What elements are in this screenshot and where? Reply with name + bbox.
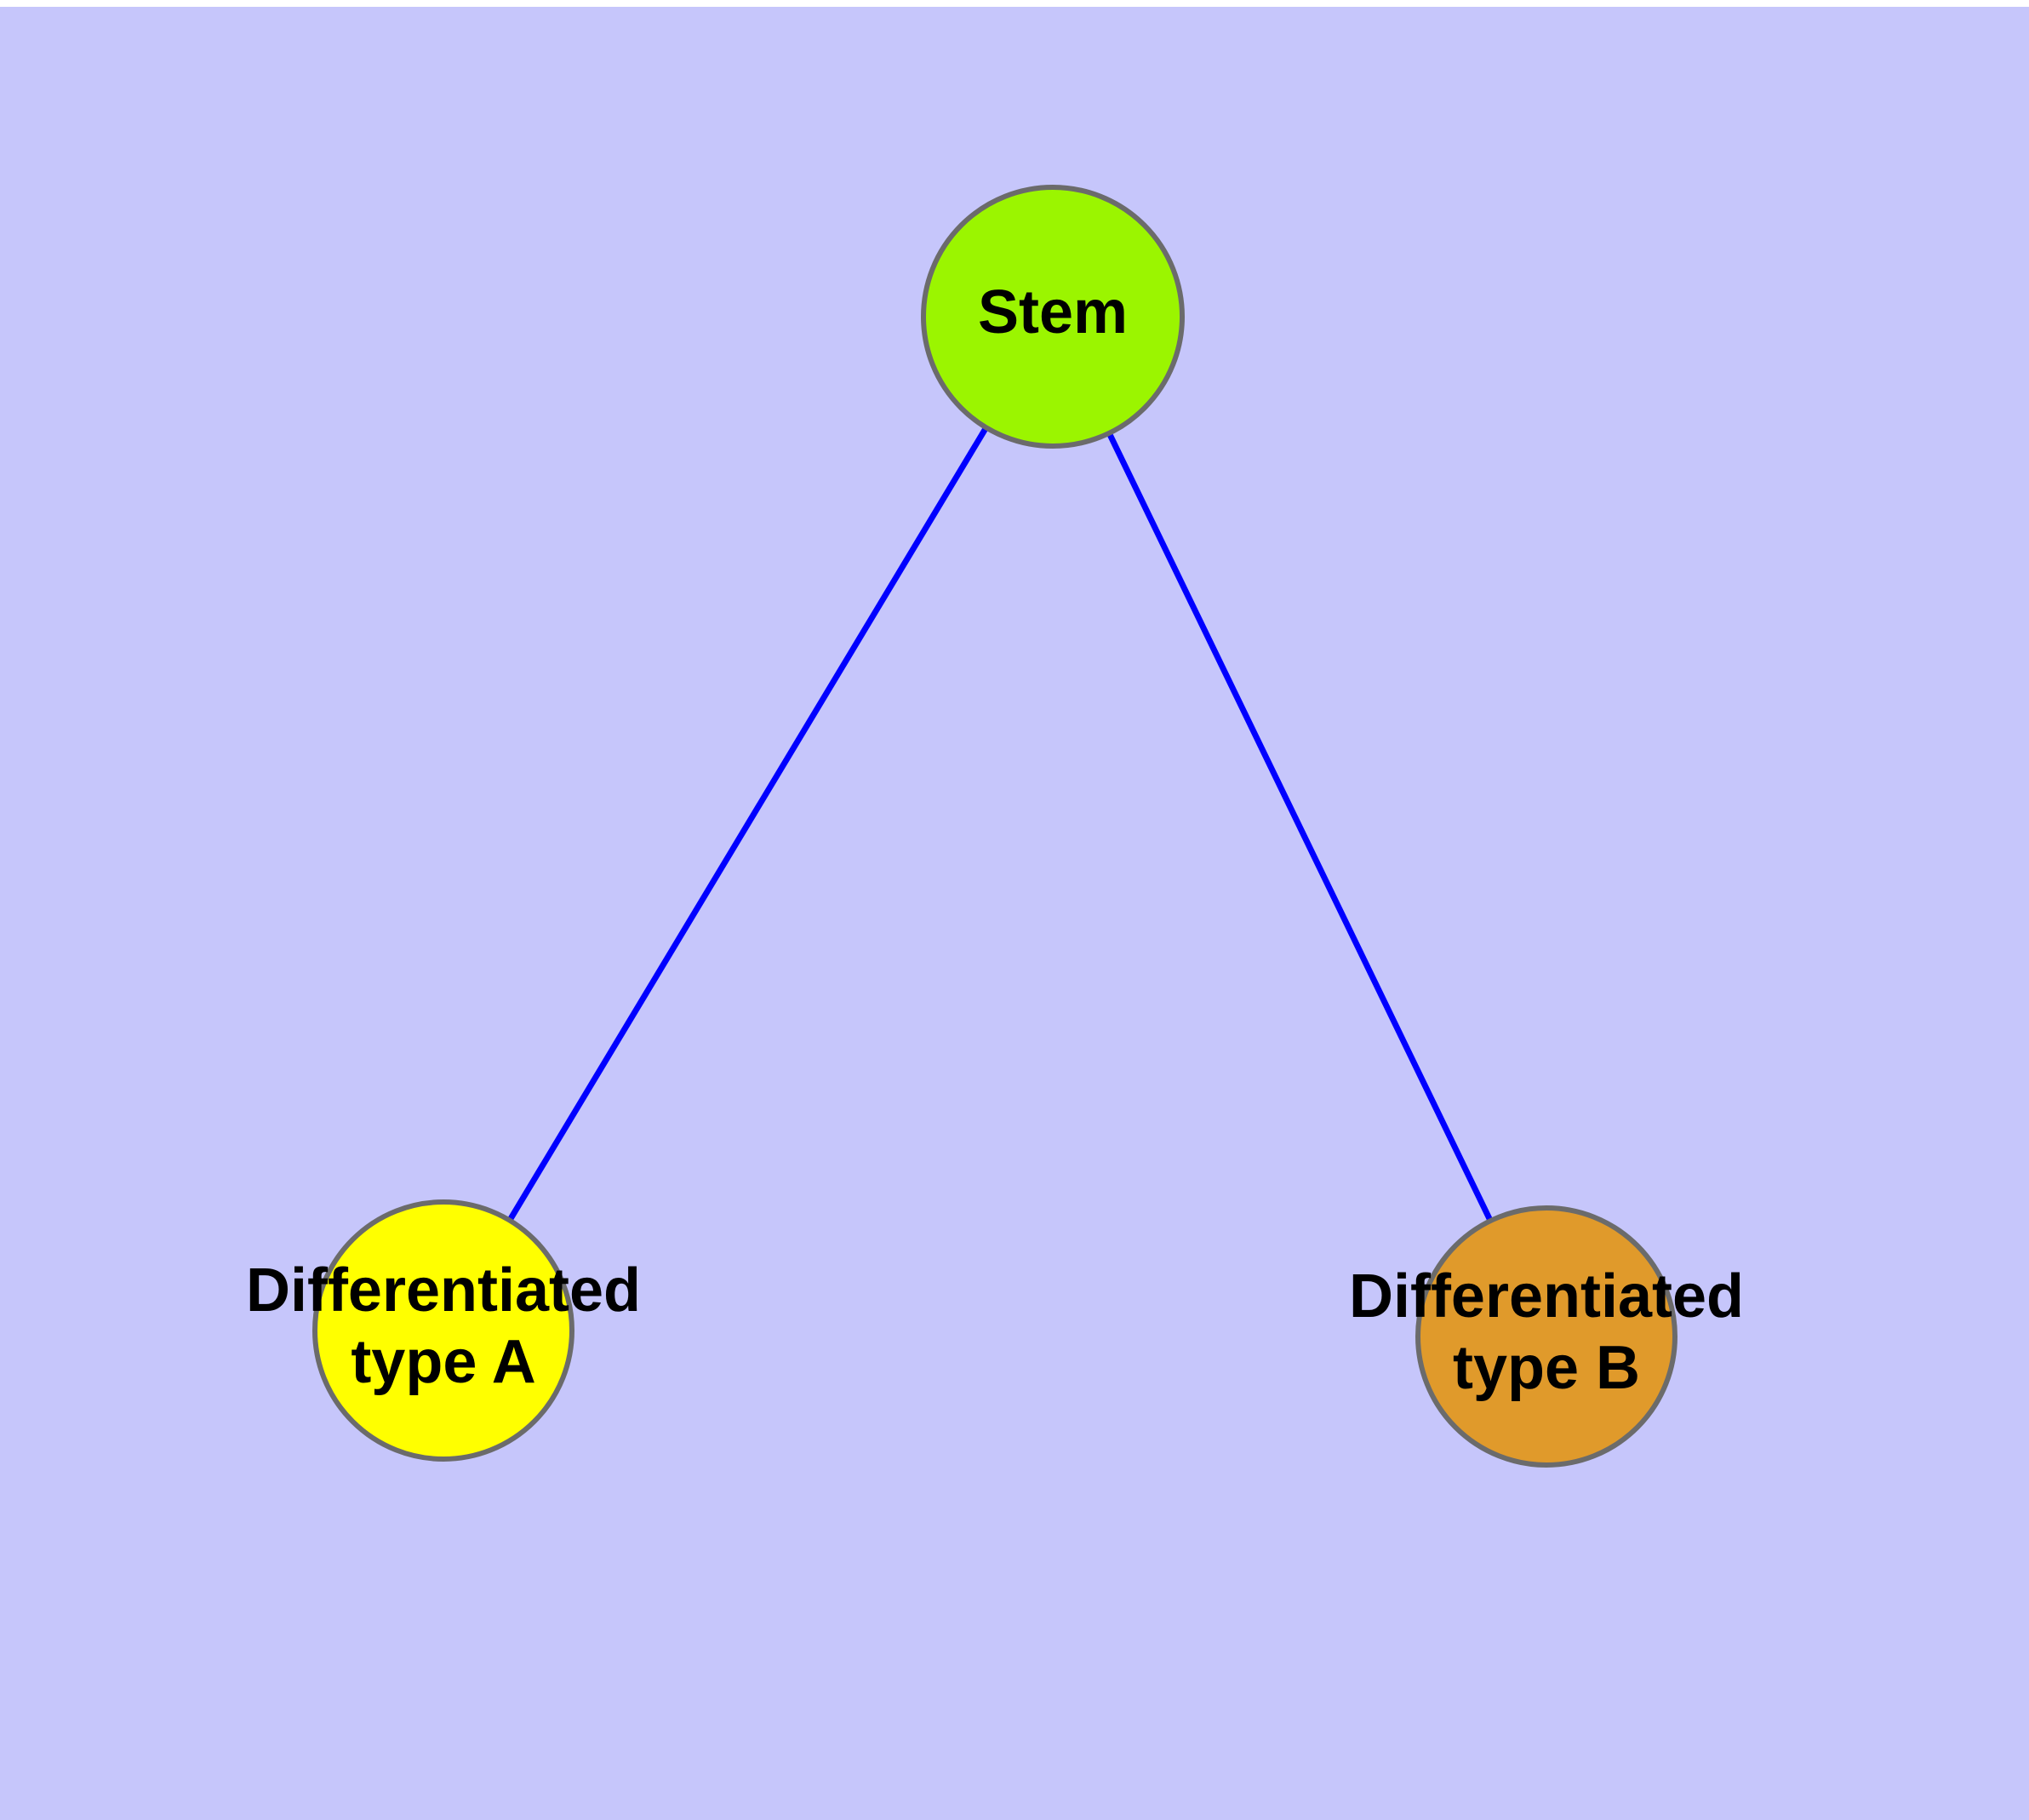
label-line: type A bbox=[351, 1328, 535, 1396]
node-layer bbox=[312, 185, 1677, 1468]
label-line: Stem bbox=[978, 278, 1128, 346]
node-differentiated-type-b[interactable] bbox=[1415, 1205, 1677, 1468]
node-stem-label: Stem bbox=[978, 278, 1128, 346]
label-line: Differentiated bbox=[1349, 1262, 1744, 1331]
node-differentiated-type-a-circle[interactable] bbox=[312, 1199, 574, 1462]
node-stem-circle[interactable] bbox=[921, 185, 1185, 449]
edge-stem-to-differentiated-type-b[interactable] bbox=[1105, 428, 1495, 1226]
node-differentiated-type-b-circle[interactable] bbox=[1415, 1205, 1677, 1468]
edge-stem-to-differentiated-type-a[interactable] bbox=[505, 423, 991, 1225]
label-line: Differentiated bbox=[246, 1256, 641, 1325]
edge-layer bbox=[505, 423, 1495, 1226]
node-stem[interactable] bbox=[921, 185, 1185, 449]
node-differentiated-type-a[interactable] bbox=[312, 1199, 574, 1462]
label-line: type B bbox=[1453, 1334, 1640, 1402]
